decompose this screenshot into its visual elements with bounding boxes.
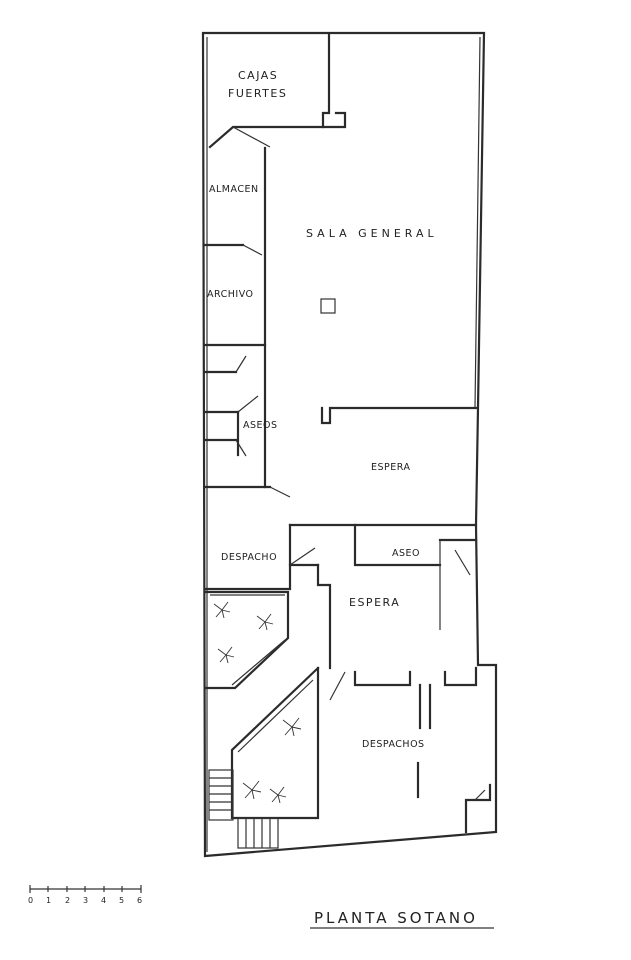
lower-patio: [230, 666, 320, 820]
scale-tick-label: 3: [83, 896, 88, 905]
plant-icon: [242, 780, 262, 800]
aseo-room: [353, 523, 478, 630]
label-despacho: DESPACHO: [221, 552, 277, 563]
plan-title: PLANTA SOTANO: [310, 909, 494, 929]
outer-walls: [201, 31, 498, 858]
label-archivo: ARCHIVO: [207, 289, 254, 300]
west-rooms: [203, 146, 291, 498]
despachos-room: [416, 761, 492, 834]
stairs: [208, 769, 279, 849]
plant-icon: [213, 601, 231, 619]
upper-patio: [203, 590, 290, 690]
label-almacen: ALMACEN: [209, 184, 259, 195]
scale-tick-label: 4: [101, 896, 106, 905]
scale-bar: 0 1 2 3 4 5 6: [28, 885, 142, 905]
despacho-room: [203, 523, 320, 591]
scale-tick-label: 0: [28, 896, 33, 905]
label-cajas: CAJAS: [238, 69, 278, 82]
espera-lower-partitions: [316, 563, 478, 730]
plan-title-text: PLANTA SOTANO: [314, 909, 478, 927]
sala-general-partitions: [288, 298, 478, 527]
label-espera-lower: ESPERA: [349, 596, 400, 609]
label-fuertes: FUERTES: [228, 87, 287, 100]
label-sala-general: SALA GENERAL: [306, 227, 438, 240]
plant-icon: [256, 613, 274, 631]
scale-tick-label: 2: [65, 896, 70, 905]
plant-icon: [217, 646, 235, 664]
scale-tick-label: 6: [137, 896, 142, 905]
plant-icon: [282, 717, 302, 737]
cajas-fuertes-room: [208, 33, 347, 149]
plant-icon: [269, 786, 287, 804]
label-aseos: ASEOS: [243, 420, 278, 431]
label-aseo: ASEO: [392, 548, 420, 559]
scale-tick-label: 1: [46, 896, 51, 905]
scale-tick-label: 5: [119, 896, 124, 905]
label-espera-upper: ESPERA: [371, 462, 410, 473]
room-labels: CAJAS FUERTES ALMACEN ARCHIVO SALA GENER…: [207, 69, 438, 750]
plant-icons: [213, 601, 302, 804]
label-despachos: DESPACHOS: [362, 739, 425, 750]
